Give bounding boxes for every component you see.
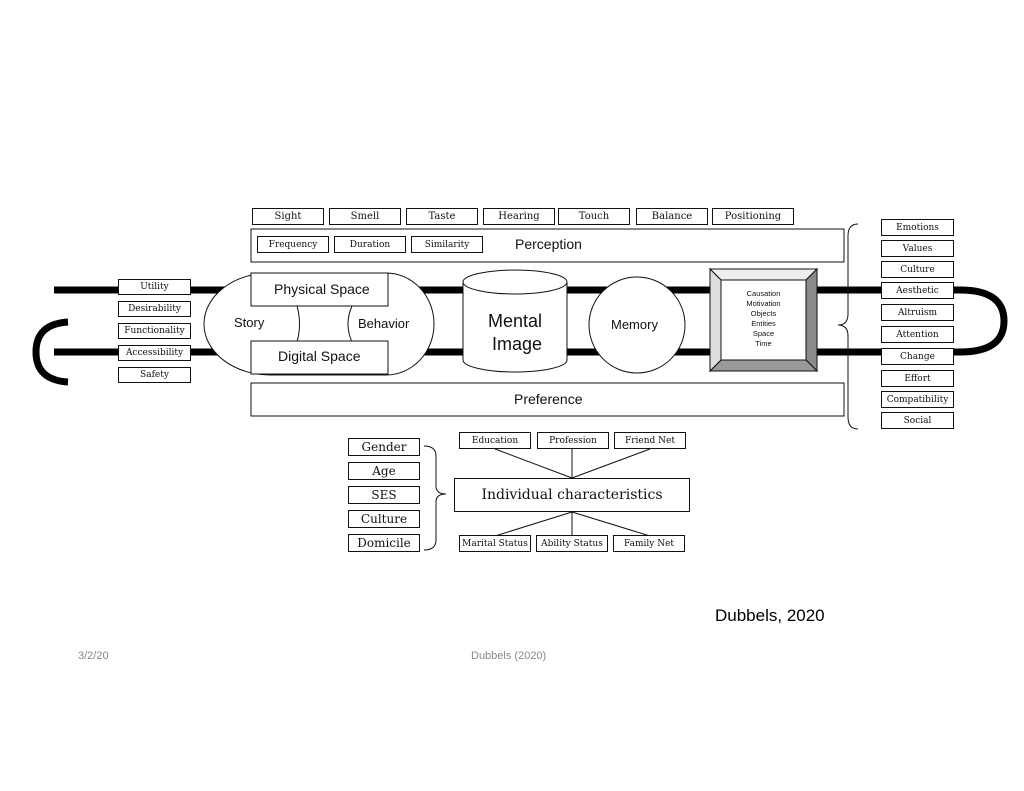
cognition-objects: Objects — [750, 309, 777, 318]
preference-box — [250, 382, 845, 417]
footer-center: Dubbels (2020) — [471, 650, 547, 662]
individual-family-net: Family Net — [613, 535, 685, 552]
quality-desirability: Desirability — [118, 301, 191, 317]
cognition-face — [720, 279, 807, 361]
cognition-entities: Entities — [751, 319, 776, 328]
sense-balance: Balance — [636, 208, 708, 225]
bevel-top — [708, 268, 819, 281]
connector-friend-net — [571, 448, 651, 479]
sense-touch: Touch — [558, 208, 630, 225]
bevel-left — [709, 267, 722, 373]
quality-utility: Utility — [118, 279, 191, 295]
bevel-right — [805, 267, 818, 373]
demographic-domicile: Domicile — [348, 534, 420, 552]
connector-family — [571, 511, 651, 537]
sense-positioning: Positioning — [712, 208, 794, 225]
factor-altruism: Altruism — [881, 304, 954, 321]
behavior-label: Behavior — [358, 316, 410, 331]
cognition-time: Time — [755, 339, 772, 348]
quality-safety: Safety — [118, 367, 191, 383]
perception-similarity: Similarity — [411, 236, 483, 253]
individual-ability-status: Ability Status — [536, 535, 608, 552]
factor-effort: Effort — [881, 370, 954, 387]
track-left-hook — [32, 318, 69, 386]
factor-change: Change — [881, 348, 954, 365]
factor-emotions: Emotions — [881, 219, 954, 236]
physical-space-box — [250, 272, 389, 307]
factor-values: Values — [881, 240, 954, 257]
connector-education — [494, 448, 573, 479]
sense-taste: Taste — [406, 208, 478, 225]
individual-profession: Profession — [537, 432, 609, 449]
factor-culture: Culture — [881, 261, 954, 278]
sense-smell: Smell — [329, 208, 401, 225]
individual-friend-net: Friend Net — [614, 432, 686, 449]
credit-text: Dubbels, 2020 — [715, 606, 825, 625]
factor-compatibility: Compatibility — [881, 391, 954, 408]
mental-image-line2: Image — [492, 334, 543, 354]
individual-characteristics-box: Individual characteristics — [454, 478, 690, 512]
digital-space-label: Digital Space — [278, 348, 361, 364]
track-right-loop — [959, 286, 1008, 356]
mental-image-cylinder-top — [462, 269, 568, 295]
right-brace — [837, 223, 859, 430]
demographic-ses: SES — [348, 486, 420, 504]
factor-attention: Attention — [881, 326, 954, 343]
capsule-divider-right — [347, 305, 353, 343]
physical-space-label: Physical Space — [274, 281, 370, 297]
perception-duration: Duration — [334, 236, 406, 253]
quality-functionality: Functionality — [118, 323, 191, 339]
connector-marital — [494, 511, 573, 537]
capsule-divider-left — [296, 305, 300, 343]
factor-social: Social — [881, 412, 954, 429]
mental-image-line1: Mental — [488, 311, 543, 331]
footer-date: 3/2/20 — [78, 650, 109, 662]
story-label: Story — [234, 315, 265, 330]
digital-space-box — [250, 340, 389, 375]
sense-hearing: Hearing — [483, 208, 555, 225]
demographic-culture: Culture — [348, 510, 420, 528]
preference-title: Preference — [514, 391, 583, 407]
demographics-brace — [423, 445, 447, 551]
demographic-age: Age — [348, 462, 420, 480]
individual-education: Education — [459, 432, 531, 449]
perception-frequency: Frequency — [257, 236, 329, 253]
cognition-space: Space — [752, 329, 775, 338]
individual-marital-status: Marital Status — [459, 535, 531, 552]
bevel-bottom — [708, 359, 819, 372]
cognition-list: Causation Motivation Objects Entities Sp… — [721, 289, 806, 349]
cognition-motivation: Motivation — [746, 299, 781, 308]
sense-sight: Sight — [252, 208, 324, 225]
memory-circle — [588, 276, 686, 374]
mental-image-cylinder — [462, 282, 568, 373]
perception-title: Perception — [515, 236, 582, 252]
demographic-gender: Gender — [348, 438, 420, 456]
cognition-causation: Causation — [746, 289, 781, 298]
factor-aesthetic: Aesthetic — [881, 282, 954, 299]
quality-accessibility: Accessibility — [118, 345, 191, 361]
memory-label: Memory — [611, 317, 658, 332]
